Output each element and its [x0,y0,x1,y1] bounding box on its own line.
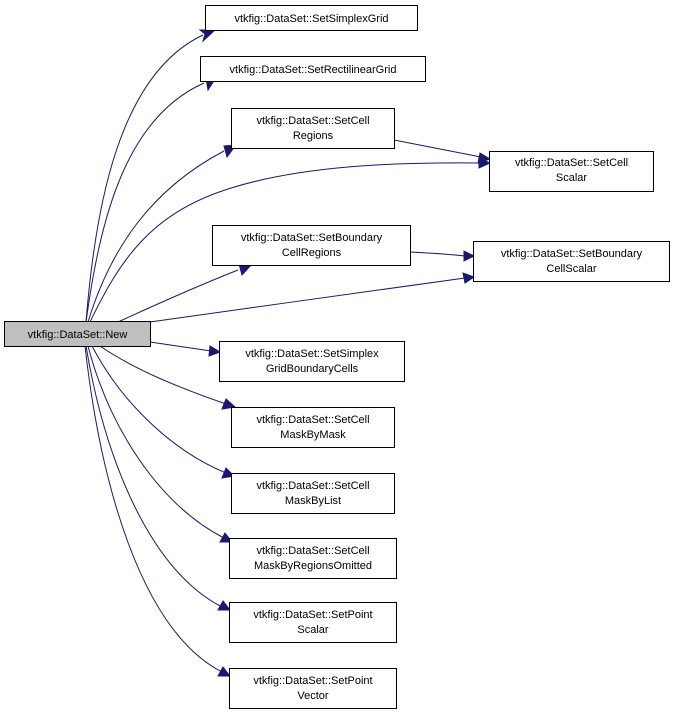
node-setcellmaskbymask-line1: vtkfig::DataSet::SetCell [256,414,369,426]
node-setsimplexgrid[interactable]: vtkfig::DataSet::SetSimplexGrid [205,5,418,31]
arrowhead-setcellscalar-from-regions [477,152,492,164]
arrowhead-setcellmaskbymask [221,398,237,410]
edge-new-to-setcellscalar [89,162,482,323]
call-edges [84,34,482,673]
node-setcellmaskbymask-line2: MaskByMask [280,429,346,441]
node-setcellmaskbylist-line1: vtkfig::DataSet::SetCell [256,480,369,492]
node-setboundarycellscalar-line1: vtkfig::DataSet::SetBoundary [501,248,643,260]
arrowhead-setpointscalar [217,600,232,611]
node-setboundarycellregions-line2: CellRegions [282,247,342,259]
edge-new-to-setboundarycellregions [117,269,239,323]
node-setcellregions[interactable]: vtkfig::DataSet::SetCell Regions [231,108,395,149]
node-setsimplexgrid-label: vtkfig::DataSet::SetSimplexGrid [234,13,388,25]
node-setpointscalar[interactable]: vtkfig::DataSet::SetPoint Scalar [229,602,397,643]
node-setcellmaskbyregionsomitted-line2: MaskByRegionsOmitted [254,560,372,572]
node-setboundarycellregions-line1: vtkfig::DataSet::SetBoundary [241,232,383,244]
node-setpointvector[interactable]: vtkfig::DataSet::SetPoint Vector [229,668,397,709]
node-setsimplexgridboundarycells-line2: GridBoundaryCells [266,363,359,375]
node-setpointscalar-line1: vtkfig::DataSet::SetPoint [253,609,372,621]
node-setcellscalar-line2: Scalar [556,172,588,184]
node-setsimplexgridboundarycells-line1: vtkfig::DataSet::SetSimplex [245,348,379,360]
node-setboundarycellscalar[interactable]: vtkfig::DataSet::SetBoundary CellScalar [473,241,670,282]
node-setcellmaskbymask[interactable]: vtkfig::DataSet::SetCell MaskByMask [231,407,395,448]
node-setboundarycellregions[interactable]: vtkfig::DataSet::SetBoundary CellRegions [212,225,411,266]
node-setpointvector-line1: vtkfig::DataSet::SetPoint [253,675,372,687]
node-setpointscalar-line2: Scalar [297,624,329,636]
edge-new-to-setcellmaskbylist [91,345,227,474]
edge-setcellregions-to-setcellscalar [393,139,482,158]
node-setcellmaskbylist-line2: MaskByList [285,495,341,507]
node-setcellscalar-line1: vtkfig::DataSet::SetCell [515,157,628,169]
edge-new-to-setcellmaskbyregionsomitted [87,345,225,539]
arrowhead-setpointvector [217,666,232,677]
edge-new-to-setpointscalar [85,345,223,608]
node-setrectilineargrid-label: vtkfig::DataSet::SetRectilinearGrid [230,64,397,76]
node-dataset-new-label: vtkfig::DataSet::New [28,329,128,341]
node-setcellscalar[interactable]: vtkfig::DataSet::SetCell Scalar [489,151,654,192]
node-setrectilineargrid[interactable]: vtkfig::DataSet::SetRectilinearGrid [200,56,426,82]
edge-new-to-setboundarycellscalar [149,277,466,323]
arrowhead-setboundarycellscalar-from-regions [463,250,476,262]
arrowhead-setboundarycellscalar-from-new [462,272,476,284]
edge-new-to-setsimplexgridboundarycells [149,341,212,352]
edge-new-to-setsimplexgrid [85,34,204,323]
node-dataset-new[interactable]: vtkfig::DataSet::New [4,321,151,347]
edge-new-to-setrectilineargrid [85,82,205,323]
node-setcellregions-line1: vtkfig::DataSet::SetCell [256,115,369,127]
node-setsimplexgridboundarycells[interactable]: vtkfig::DataSet::SetSimplex GridBoundary… [219,341,405,382]
node-setcellregions-line2: Regions [293,130,334,142]
edge-setboundarycellregions-to-setboundarycellscalar [409,251,466,257]
node-setcellmaskbyregionsomitted[interactable]: vtkfig::DataSet::SetCell MaskByRegionsOm… [229,538,397,579]
node-setcellmaskbyregionsomitted-line1: vtkfig::DataSet::SetCell [256,545,369,557]
node-setboundarycellscalar-line2: CellScalar [546,263,596,275]
edge-new-to-setpointvector [84,345,223,673]
arrowhead-setsimplexgridboundarycells [208,345,222,357]
edge-new-to-setcellregions [87,150,225,323]
edge-new-to-setcellmaskbymask [99,345,227,405]
node-setpointvector-line2: Vector [297,690,329,702]
node-setcellmaskbylist[interactable]: vtkfig::DataSet::SetCell MaskByList [231,473,395,514]
